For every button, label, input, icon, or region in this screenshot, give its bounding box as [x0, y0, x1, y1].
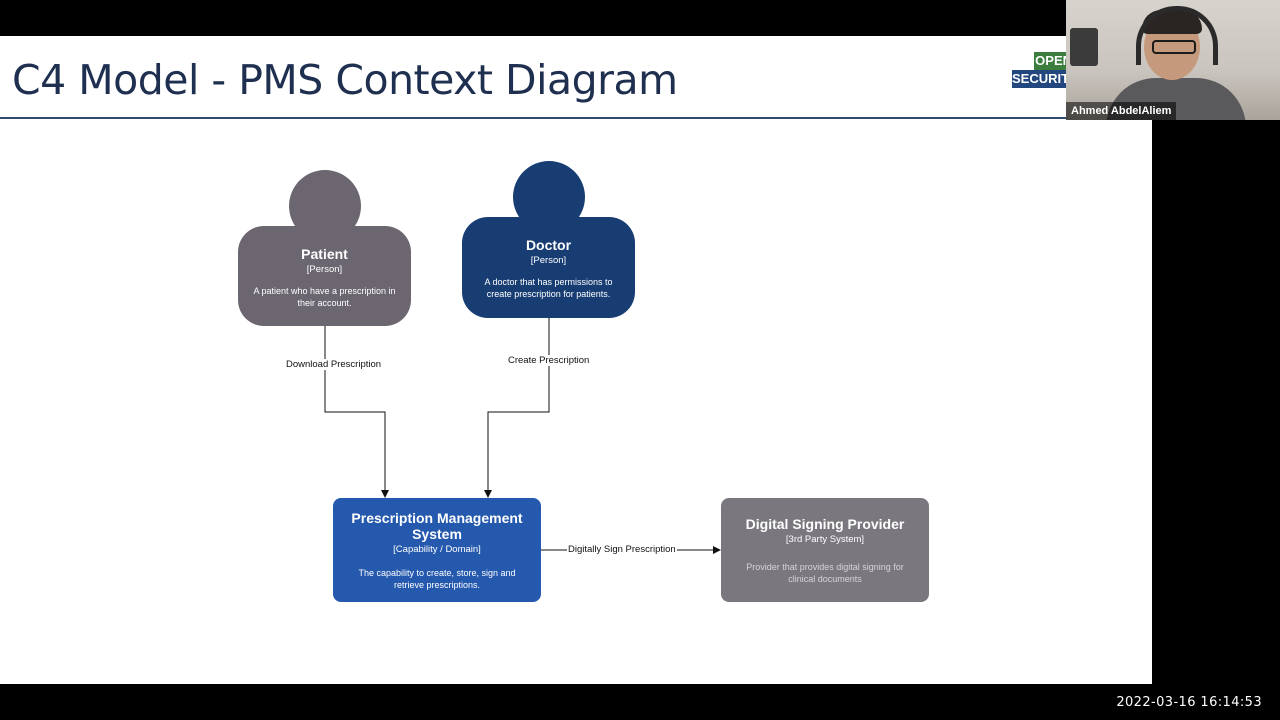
- doctor-description: A doctor that has permissions to create …: [484, 277, 613, 299]
- title-divider: [0, 117, 1152, 119]
- doctor-name: Doctor: [525, 237, 572, 253]
- slide: C4 Model - PMS Context Diagram OPEN SECU…: [0, 36, 1152, 684]
- signing-type: [3rd Party System]: [785, 534, 865, 545]
- pms-type: [Capability / Domain]: [393, 544, 481, 555]
- background-lamp: [1070, 28, 1098, 66]
- signing-description: Provider that provides digital signing f…: [746, 562, 904, 584]
- signing-name: Digital Signing Provider: [745, 516, 905, 532]
- patient-description: A patient who have a prescription in the…: [253, 286, 396, 308]
- slide-title: C4 Model - PMS Context Diagram: [12, 56, 678, 104]
- headset-icon: [1136, 6, 1218, 65]
- edge-label-create: Create Prescription: [507, 355, 591, 366]
- edge-create-prescription: [484, 318, 550, 498]
- doctor-node[interactable]: Doctor [Person] A doctor that has permis…: [462, 217, 635, 318]
- diagram-edges: [324, 318, 721, 554]
- digital-signing-provider-node[interactable]: Digital Signing Provider [3rd Party Syst…: [721, 498, 929, 602]
- edge-download-prescription: [324, 326, 389, 498]
- logo-text-open: OPEN: [1034, 52, 1074, 70]
- recording-timestamp: 2022-03-16 16:14:53: [1116, 695, 1262, 710]
- pms-name: Prescription Management System: [351, 510, 523, 542]
- prescription-management-system-node[interactable]: Prescription Management System [Capabili…: [333, 498, 541, 602]
- participant-name: Ahmed AbdelAliem: [1066, 102, 1177, 120]
- glasses: [1152, 40, 1196, 54]
- doctor-type: [Person]: [530, 255, 567, 266]
- pms-description: The capability to create, store, sign an…: [358, 568, 516, 590]
- patient-type: [Person]: [306, 264, 343, 275]
- patient-node[interactable]: Patient [Person] A patient who have a pr…: [238, 226, 411, 326]
- edge-label-sign: Digitally Sign Prescription: [567, 544, 677, 555]
- webcam-video: Ahmed AbdelAliem: [1066, 0, 1280, 120]
- patient-name: Patient: [301, 246, 348, 262]
- logo-text-security: SECURITY: [1012, 70, 1078, 88]
- edge-label-download: Download Prescription: [285, 359, 383, 370]
- open-security-logo: OPEN SECURITY: [1012, 46, 1078, 90]
